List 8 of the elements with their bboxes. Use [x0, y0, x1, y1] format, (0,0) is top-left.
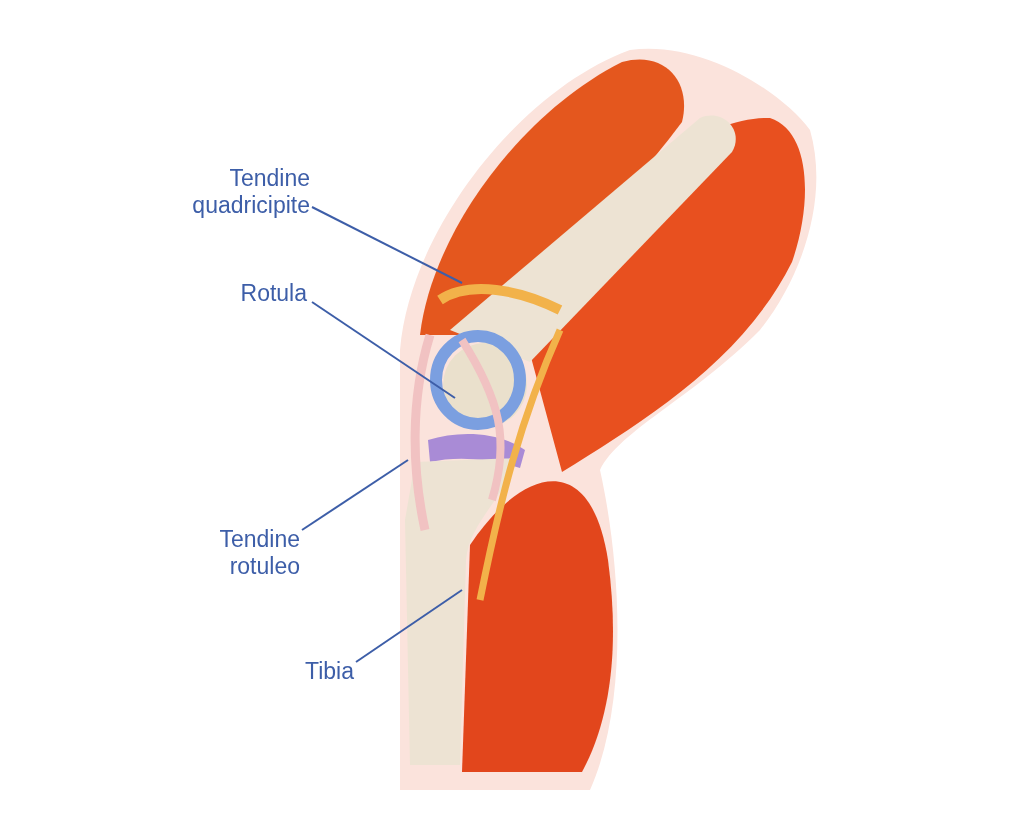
part-label: Rotula [205, 280, 307, 307]
part-label: Tibia [270, 658, 354, 685]
leader-line [311, 206, 463, 284]
part-label: Tendine quadricipite [140, 165, 310, 219]
part-label: Tendine rotuleo [180, 526, 300, 580]
leader-line [311, 301, 456, 399]
leader-line [355, 589, 463, 663]
leader-line [301, 459, 409, 531]
